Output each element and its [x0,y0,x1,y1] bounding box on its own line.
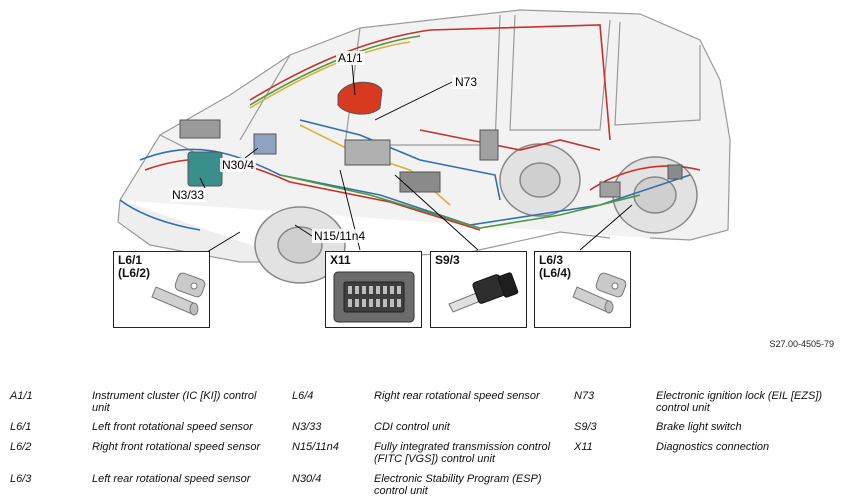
vehicle-wiring-diagram: A1/1 N73 N30/4 N3/33 N15/11n4 L6/1 (L6/2… [113,9,731,328]
wire-green [249,35,421,106]
legend-desc: CDI control unit [374,421,450,433]
legend-desc: Instrument cluster (IC [KI]) control uni… [92,390,257,414]
wire-blue [139,148,691,226]
speed-sensor-icon [151,272,206,316]
legend-desc: Electronic ignition lock (EIL [EZS]) con… [656,390,823,414]
callout-n15-11n4: N15/11n4 [312,229,368,243]
components [179,81,683,198]
legend-code: L6/4 [292,390,314,402]
inset-label-l6-3: L6/3 (L6/4) [539,253,572,280]
figure-code: S27.00-4505-79 [769,339,834,349]
legend-code: A1/1 [10,390,33,402]
switch-icon [448,272,519,313]
callout-a1-1: A1/1 [336,51,365,65]
esp-control-unit [253,133,277,155]
legend-code: X11 [574,441,593,453]
legend-code: N73 [574,390,595,402]
callout-n3-33: N3/33 [170,188,207,202]
speed-sensor-icon [572,272,627,314]
callout-n73: N73 [453,75,480,89]
legend-code: N30/4 [292,473,322,485]
inset-rear-speed-sensor: L6/3 (L6/4) [534,251,631,328]
legend-table: A1/1 Instrument cluster (IC [KI]) contro… [0,386,842,503]
transmission-control-unit [344,139,391,166]
legend-code: L6/2 [10,441,32,453]
inset-front-speed-sensor: L6/1 (L6/2) [113,251,210,328]
inset-diagnostic-connector: X11 [325,251,422,328]
legend-desc: Left front rotational speed sensor [92,421,253,433]
legend-desc: Electronic Stability Program (ESP) contr… [374,473,542,497]
legend-desc: Fully integrated transmission control (F… [374,441,551,465]
legend-code: N15/11n4 [292,441,339,453]
wire-yellow [249,41,411,109]
callout-n30-4: N30/4 [220,158,257,172]
leader-lines [199,63,633,253]
legend-desc: Brake light switch [656,421,742,433]
inset-label-s9-3: S9/3 [435,253,460,267]
inset-label-l6-1: L6/1 (L6/2) [118,253,151,280]
inset-label-x11: X11 [330,253,351,267]
vehicle-illustration [117,9,731,284]
instrument-cluster-module [337,81,383,115]
legend-desc: Right rear rotational speed sensor [374,390,540,402]
legend-desc: Left rear rotational speed sensor [92,473,251,485]
legend-code: L6/3 [10,473,32,485]
wheels [254,143,698,284]
legend-desc: Diagnostics connection [656,441,770,453]
cdi-control-unit [187,151,223,187]
connector-icon [333,271,415,323]
inset-brake-light-switch: S9/3 [430,251,527,328]
legend-code: L6/1 [10,421,32,433]
legend-code: N3/33 [292,421,322,433]
legend-code: S9/3 [574,421,597,433]
legend-desc: Right front rotational speed sensor [92,441,261,453]
